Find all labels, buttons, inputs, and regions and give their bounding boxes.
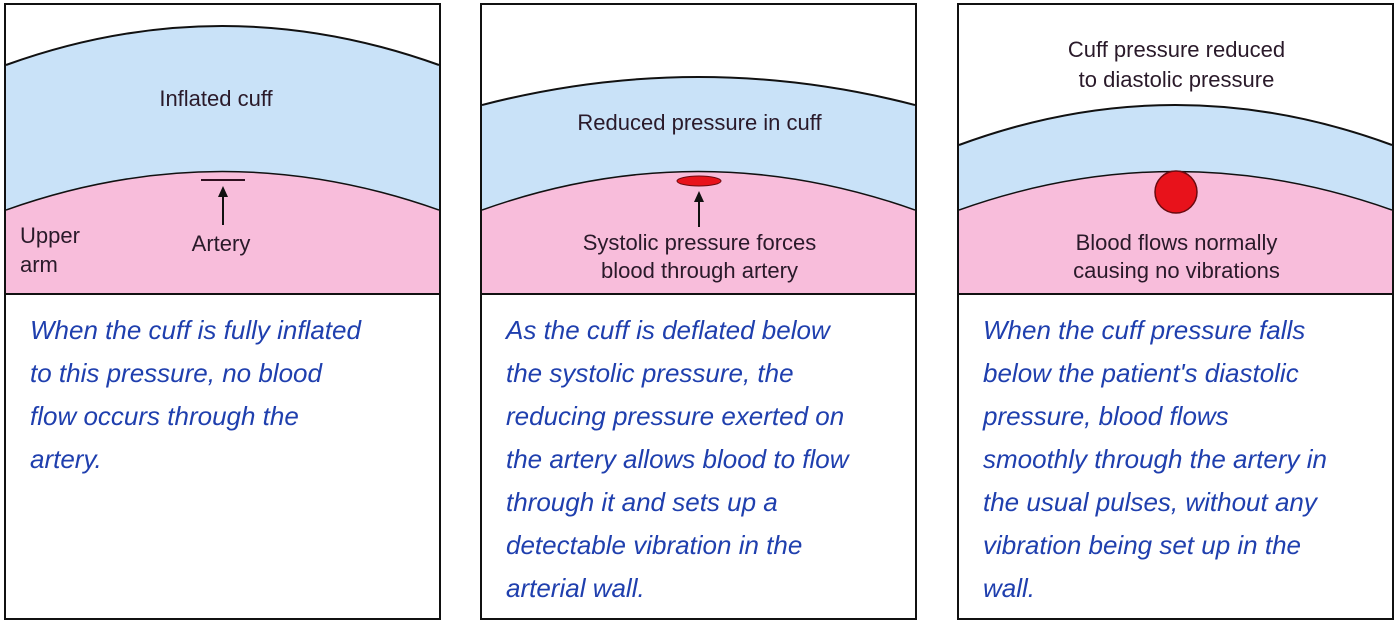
description-line: flow occurs through the — [30, 401, 299, 431]
cuff-label: Reduced pressure in cuff — [577, 110, 822, 135]
cuff-outline — [6, 25, 439, 66]
cuff-region — [6, 26, 439, 210]
arm-region — [6, 171, 439, 295]
description-line: When the cuff pressure falls — [983, 315, 1306, 345]
arm-region — [482, 171, 915, 295]
description-line: the artery allows blood to flow — [506, 444, 849, 474]
upper-arm-label: Upper arm — [20, 223, 80, 277]
cuff-region — [959, 105, 1392, 210]
description: As the cuff is deflated below the systol… — [506, 309, 906, 610]
artery-label: Artery — [191, 231, 251, 256]
cuff-label: Inflated cuff — [159, 86, 273, 111]
description-line: smoothly through the artery in — [983, 444, 1327, 474]
panel-diastolic: Cuff pressure reduced to diastolic press… — [957, 3, 1394, 620]
description-line: detectable vibration in the — [506, 530, 803, 560]
artery-label: Blood flows normally causing no vibratio… — [1073, 230, 1280, 283]
description-line: the systolic pressure, the — [506, 358, 794, 388]
description-line: wall. — [983, 573, 1036, 603]
description-line: pressure, blood flows — [983, 401, 1229, 431]
description-line: When the cuff is fully inflated — [30, 315, 361, 345]
artery-label: Systolic pressure forces blood through a… — [582, 230, 817, 283]
description: When the cuff pressure falls below the p… — [983, 309, 1383, 610]
description-line: through it and sets up a — [506, 487, 778, 517]
cuff-illustration — [959, 104, 1392, 295]
cuff-illustration — [6, 25, 439, 295]
description-line: below the patient's diastolic — [983, 358, 1299, 388]
partially-open-artery — [676, 175, 722, 187]
cuff-outline — [482, 76, 915, 106]
arm-outline — [6, 170, 439, 211]
cuff-illustration — [482, 76, 915, 295]
cuff-region — [482, 77, 915, 210]
description-line: to this pressure, no blood — [30, 358, 322, 388]
cuff-label: Cuff pressure reduced to diastolic press… — [1067, 37, 1286, 92]
description-line: As the cuff is deflated below — [506, 315, 830, 345]
panel-systolic: Reduced pressure in cuff Systolic pressu… — [480, 3, 917, 620]
arm-region — [959, 171, 1392, 295]
open-artery — [1154, 170, 1198, 214]
arrow-head-icon — [694, 191, 704, 202]
description-line: vibration being set up in the — [983, 530, 1301, 560]
panel-inflated-cuff: Inflated cuff Upper arm Artery When the … — [4, 3, 441, 620]
cuff-outline — [959, 104, 1392, 146]
description-line: reducing pressure exerted on — [506, 401, 845, 431]
arm-outline — [482, 170, 915, 211]
description-line: the usual pulses, without any — [983, 487, 1317, 517]
description-line: artery. — [30, 444, 102, 474]
description: When the cuff is fully inflated to this … — [30, 309, 430, 481]
arrow-head-icon — [218, 186, 228, 197]
description-line: arterial wall. — [506, 573, 645, 603]
